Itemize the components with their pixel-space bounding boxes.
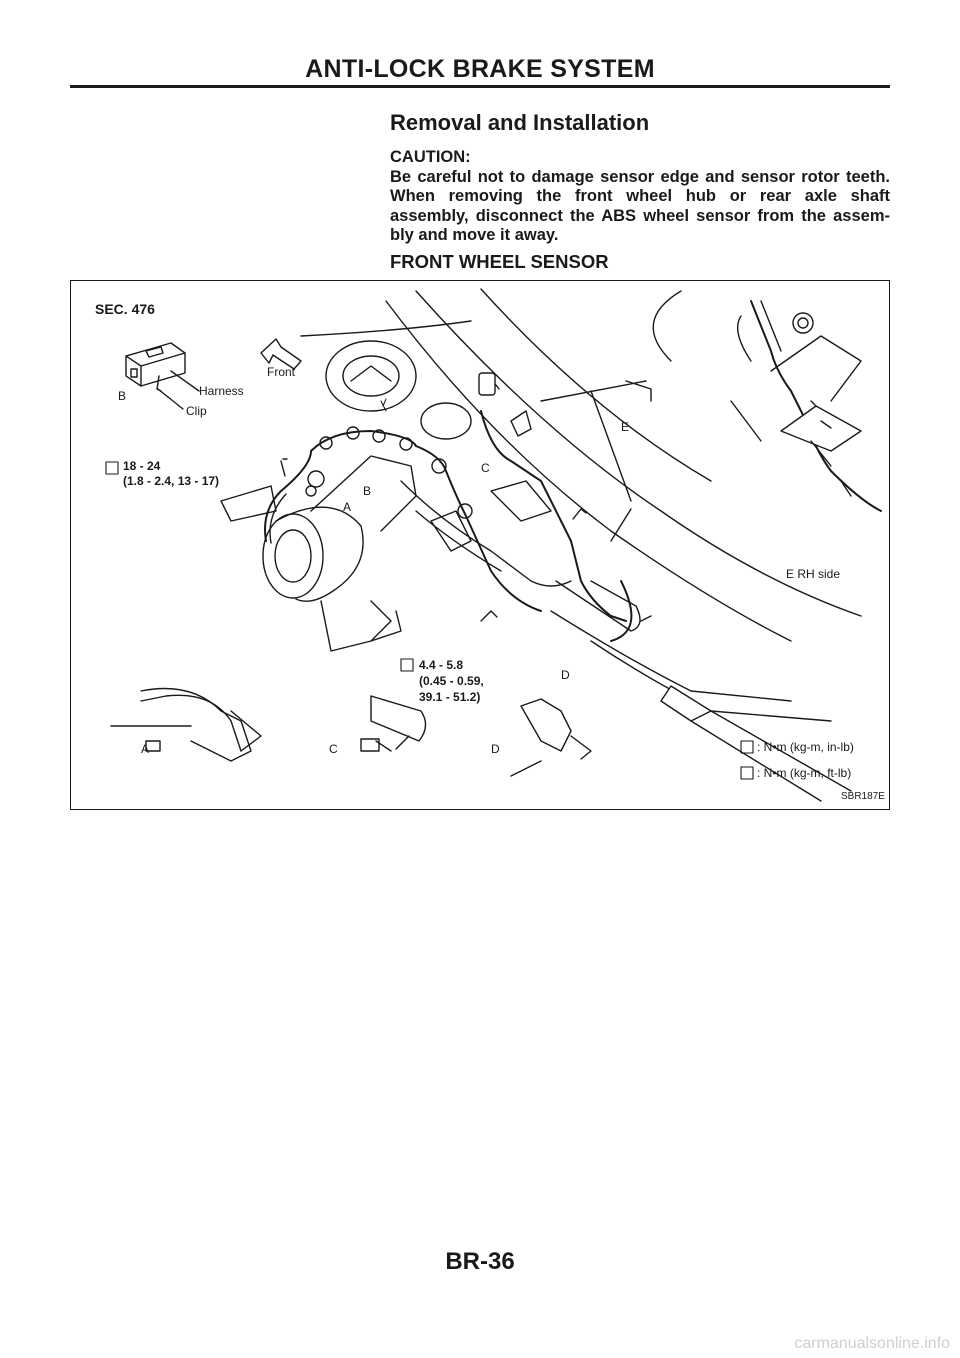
caution-line: Be careful not to damage sensor edge and… <box>390 167 890 186</box>
front-label: Front <box>267 365 296 379</box>
watermark: carmanualsonline.info <box>794 1335 950 1352</box>
caution-block: CAUTION: Be careful not to damage sensor… <box>390 148 890 246</box>
callout-a: A <box>343 500 352 514</box>
callout-d-detail: D <box>491 742 500 756</box>
torque-icons <box>105 461 754 780</box>
legend-in-lb: : N•m (kg-m, in-lb) <box>757 740 854 754</box>
caution-line: assembly, disconnect the ABS wheel senso… <box>390 206 890 225</box>
harness-label: Harness <box>199 384 244 398</box>
caution-label: CAUTION: <box>390 148 471 166</box>
callout-a-detail: A <box>141 742 150 756</box>
torque-value-upper: 18 - 24 <box>123 459 161 473</box>
legend-ft-lb: : N•m (kg-m, ft-lb) <box>757 766 852 780</box>
front-wheel-sensor-figure: SEC. 476 Front Harness Clip B 18 - 24 (1… <box>70 280 890 810</box>
connector-detail <box>125 342 200 410</box>
callout-e: E <box>621 420 630 434</box>
diagram-drawing <box>105 288 882 802</box>
torque-value-lower: 39.1 - 51.2) <box>419 690 481 704</box>
subsection-title: FRONT WHEEL SENSOR <box>390 251 609 272</box>
callout-c-detail: C <box>329 742 338 756</box>
callout-d: D <box>561 668 570 682</box>
callout-b: B <box>363 484 372 498</box>
callout-c: C <box>481 461 490 475</box>
header-rule <box>70 85 890 88</box>
page-header-title: ANTI-LOCK BRAKE SYSTEM <box>305 55 655 83</box>
page-number: BR-36 <box>445 1248 515 1275</box>
caution-line: When removing the front wheel hub or rea… <box>390 187 890 205</box>
torque-value-lower: (0.45 - 0.59, <box>419 674 484 688</box>
caution-line: bly and move it away. <box>390 226 559 244</box>
figure-code: SBR187E <box>841 791 885 802</box>
callout-b-detail: B <box>118 389 127 403</box>
section-title: Removal and Installation <box>390 110 650 135</box>
callout-e-rh-side: E RH side <box>786 567 841 581</box>
torque-value-lower: 4.4 - 5.8 <box>419 658 464 672</box>
clip-label: Clip <box>186 404 207 418</box>
front-arrow <box>260 338 302 370</box>
torque-value-upper: (1.8 - 2.4, 13 - 17) <box>123 474 220 488</box>
section-number: SEC. 476 <box>95 301 155 317</box>
